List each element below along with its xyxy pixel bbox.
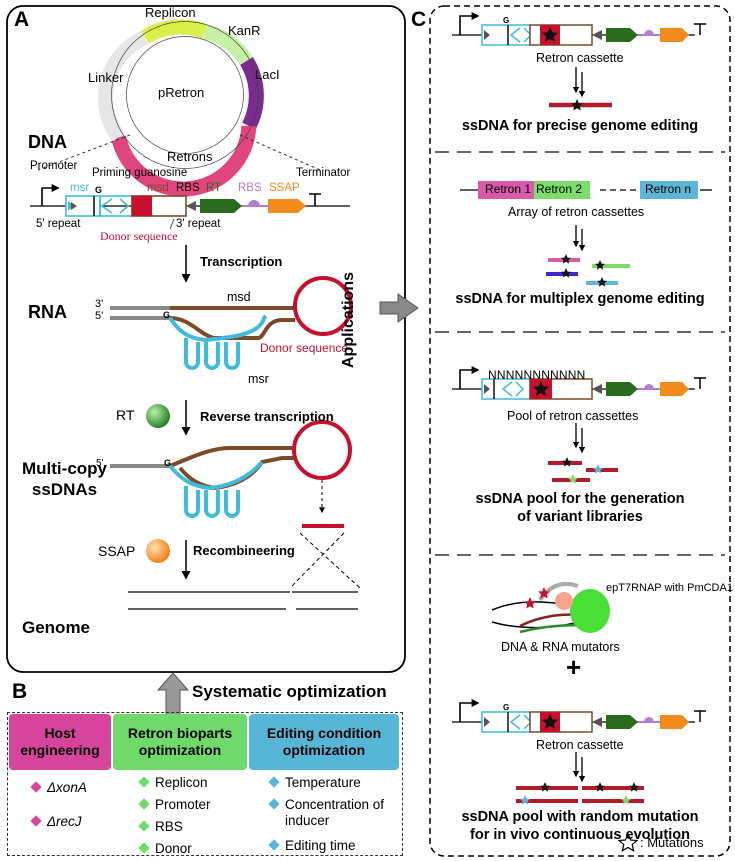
- c3-pool: [452, 366, 706, 482]
- rt-enzyme-label: RT: [116, 407, 135, 423]
- c3-title: ssDNA pool for the generation of variant…: [475, 491, 685, 525]
- ss-g-label: G: [164, 458, 172, 468]
- rna-donor-label: Donor sequence: [260, 341, 349, 355]
- rna-5-end: 5': [95, 310, 104, 322]
- c4-caption: Retron cassette: [536, 738, 624, 752]
- priming-label: Priming guanosine: [92, 167, 188, 179]
- plasmid-linker-label: Linker: [88, 70, 124, 85]
- c4-plus: +: [566, 652, 582, 682]
- repeat3-label: 3' repeat: [176, 218, 221, 230]
- dna-label: DNA: [28, 132, 67, 152]
- c3-caption: Pool of retron cassettes: [507, 409, 639, 423]
- rbs1-label: RBS: [176, 182, 200, 194]
- bioparts-item-3: RBS: [138, 819, 183, 834]
- rna-g-label: G: [163, 310, 171, 320]
- rt-gene-label: RT: [206, 182, 222, 194]
- bioparts-item-1: Replicon: [138, 775, 208, 790]
- panel-a-frame: [6, 5, 406, 673]
- rna-msd-label: msd: [227, 290, 251, 304]
- c2-caption: Array of retron cassettes: [508, 205, 645, 219]
- ssap-gene-label: SSAP: [269, 182, 300, 194]
- retron-bioparts-header: Retron bioparts optimization: [113, 714, 247, 770]
- bioparts-item-4: Donor: [138, 841, 192, 856]
- c4-title: ssDNA pool with random mutation for in v…: [461, 809, 699, 843]
- host-item-1: ΔxonA: [30, 780, 87, 795]
- donor-label: Donor sequence: [100, 229, 178, 243]
- msr-label: msr: [70, 182, 90, 194]
- c2-array: [460, 181, 712, 285]
- plasmid-ring: [97, 19, 264, 197]
- plasmid-laci-label: LacI: [255, 67, 280, 82]
- recombineering-label: Recombineering: [193, 543, 295, 558]
- ssdna-structure: [110, 420, 352, 518]
- plasmid-kanr-label: KanR: [228, 23, 261, 38]
- c3-nnn: NNNNNNNNNNN: [488, 368, 586, 382]
- editing-condition-header: Editing condition optimization: [249, 714, 399, 770]
- mutations-legend: : Mutations: [640, 835, 704, 850]
- genome-label: Genome: [22, 618, 91, 637]
- bioparts-item-2: Promoter: [138, 797, 211, 812]
- editing-item-1: Temperature: [268, 775, 361, 790]
- host-item-2: ΔrecJ: [30, 814, 82, 829]
- panel-a-letter: A: [14, 8, 30, 31]
- rna-structure: [110, 276, 353, 370]
- plasmid-name: pRetron: [158, 85, 205, 100]
- c2-retron1: Retron 1: [485, 182, 532, 196]
- c4-g-label: G: [503, 703, 510, 712]
- transcription-label: Transcription: [200, 254, 283, 269]
- c1-caption: Retron cassette: [536, 51, 624, 65]
- ssap-enzyme-label: SSAP: [98, 543, 136, 559]
- rna-msr-label: msr: [248, 372, 269, 386]
- plasmid-retrons-label: Retrons: [167, 149, 213, 164]
- retron-construct: [30, 184, 350, 230]
- editing-item-3: Editing time: [268, 838, 356, 853]
- genome-lines: [128, 591, 358, 610]
- panel-b-frame: [7, 712, 403, 856]
- rna-3-end: 3': [95, 298, 104, 310]
- construct-g-label: G: [95, 185, 103, 195]
- c1-g-label: G: [503, 16, 510, 25]
- c4-mutators-label: DNA & RNA mutators: [501, 640, 620, 654]
- c4-ep-label: epT7RNAP with PmCDA1: [606, 582, 733, 594]
- c1-title: ssDNA for precise genome editing: [461, 118, 699, 134]
- applications-label: Applications: [340, 271, 357, 368]
- c2-retronn: Retron n: [645, 182, 692, 196]
- repeat5-label: 5' repeat: [36, 218, 81, 230]
- panel-c-letter: C: [411, 8, 427, 31]
- ss-5-end: 5': [96, 458, 104, 469]
- panel-b-letter: B: [12, 680, 28, 703]
- rna-label: RNA: [28, 302, 67, 322]
- editing-item-2: Concentration of inducer: [268, 797, 403, 829]
- promoter-label: Promoter: [30, 160, 78, 172]
- c2-retron2: Retron 2: [536, 182, 583, 196]
- mutation-stars: [520, 27, 639, 853]
- rbs2-label: RBS: [238, 182, 262, 194]
- plasmid-replicon-label: Replicon: [145, 5, 196, 20]
- reverse-transcription-label: Reverse transcription: [200, 409, 334, 424]
- c2-title: ssDNA for multiplex genome editing: [455, 291, 705, 307]
- host-engineering-header: Host engineering: [9, 714, 111, 770]
- systematic-optimization-label: Systematic optimization: [192, 682, 387, 701]
- c4-evolution: [452, 581, 706, 803]
- multicopy-label: Multi-copy ssDNAs: [22, 459, 107, 499]
- terminator-label: Terminator: [296, 167, 351, 179]
- msd-label: msd: [147, 182, 169, 194]
